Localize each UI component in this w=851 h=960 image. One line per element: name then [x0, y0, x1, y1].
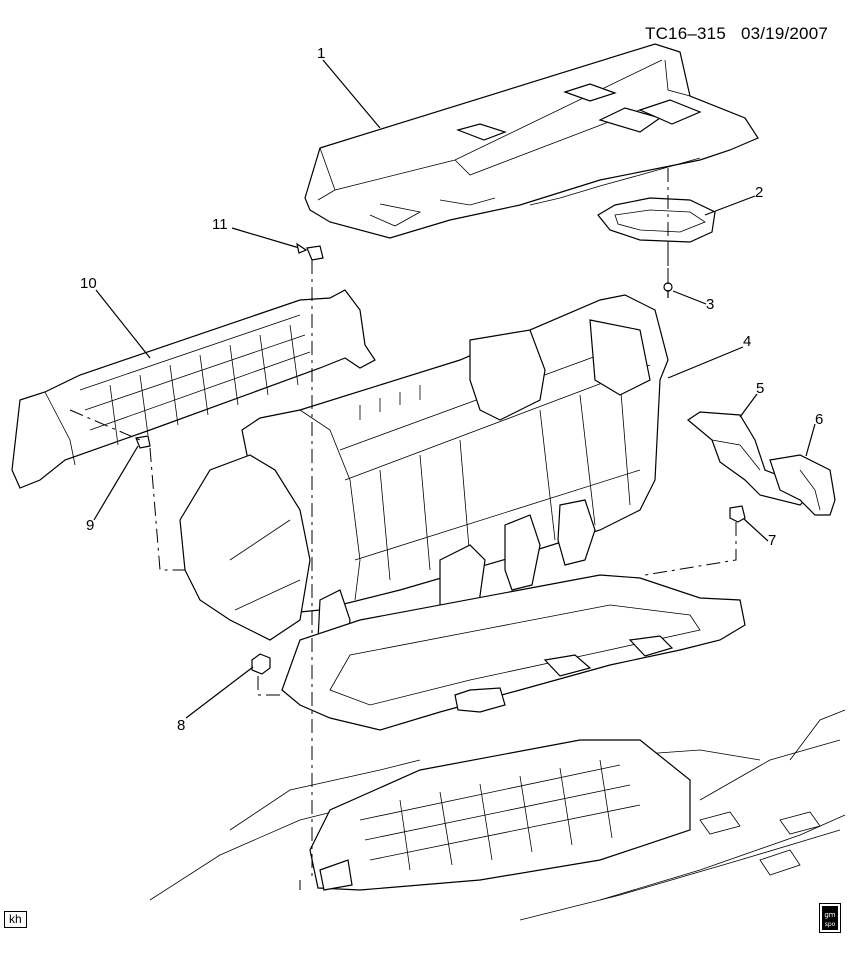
part-2-bracket [597, 197, 716, 243]
callout-7: 7 [768, 532, 777, 549]
callout-5: 5 [756, 380, 765, 397]
callout-2: 2 [755, 184, 764, 201]
callout-3: 3 [706, 296, 715, 313]
part-6-duct [769, 454, 836, 516]
battery-floor-assembly [149, 709, 846, 921]
part-8-nut [251, 653, 271, 675]
callout-11: 11 [212, 216, 228, 233]
part-9-clip [135, 435, 151, 449]
part-7-clip [729, 505, 746, 523]
part-10-panel [11, 289, 376, 489]
assembly-lines [69, 168, 737, 890]
document-id: TC16–315 03/19/2007 [645, 24, 828, 44]
callout-4: 4 [743, 333, 752, 350]
artist-initials: kh [4, 911, 27, 928]
callout-10: 10 [80, 275, 97, 292]
callout-8: 8 [177, 717, 186, 734]
seat-base-frame [281, 574, 746, 731]
callout-1: 1 [317, 45, 326, 62]
part-11-clip [306, 245, 324, 261]
svg-text:spo: spo [825, 921, 836, 928]
gm-spo-logo: gm spo [819, 903, 841, 933]
seat-cushion [179, 454, 311, 641]
svg-text:gm: gm [824, 911, 835, 919]
callout-9: 9 [86, 517, 95, 534]
callout-6: 6 [815, 411, 824, 428]
part-1-rear-panel [304, 43, 759, 239]
doc-date: 03/19/2007 [740, 24, 829, 43]
leader-lines [93, 59, 816, 719]
part-3-fastener [663, 282, 673, 298]
doc-code: TC16–315 [645, 24, 726, 43]
